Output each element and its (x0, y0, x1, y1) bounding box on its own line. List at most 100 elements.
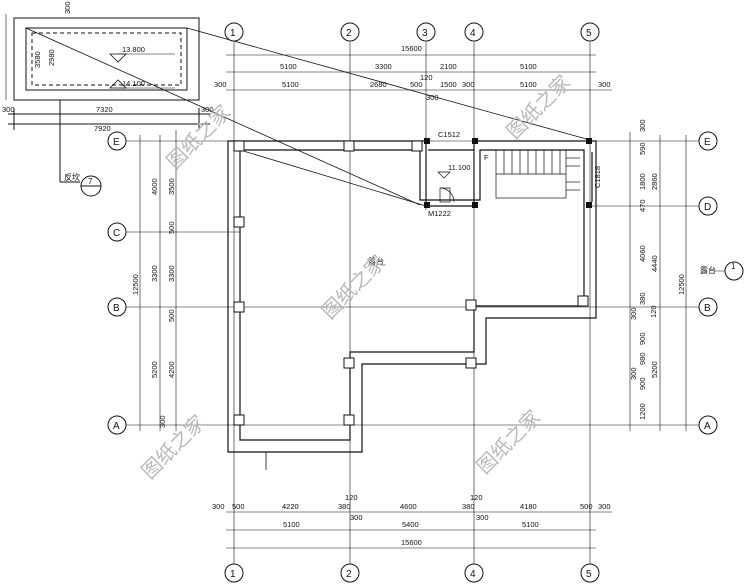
axis-row-c-left: C (113, 228, 120, 239)
right-dim-inner-2: 1800 (638, 173, 647, 190)
left-dim-inner-2: 3300 (167, 265, 176, 282)
bottom-dim-row2-1: 500 (232, 502, 245, 511)
right-dim-inner-3: 470 (638, 199, 647, 212)
right-dim-inner-12: 1200 (638, 403, 647, 420)
left-dim-outer-1: 3300 (150, 265, 159, 282)
staircase (439, 149, 580, 203)
axis-row-b-left: B (113, 303, 120, 314)
axis-col-5-bottom: 5 (586, 569, 592, 580)
top-dim-row2-2: 2680 (370, 80, 387, 89)
section-num: 1 (731, 262, 736, 271)
right-dim-inner-5: 380 (638, 292, 647, 305)
right-dim-total: 12500 (677, 274, 686, 295)
bottom-dim-row1-2: 5100 (522, 520, 539, 529)
axis-col-3-top: 3 (422, 28, 428, 39)
top-dim-row2-4: 1500 (440, 80, 457, 89)
key-callout-num: 7 (88, 177, 93, 186)
key-dim-h3: 300 (63, 1, 72, 14)
bottom-dim-row2-0: 300 (212, 502, 225, 511)
right-dim-outer-0: 2860 (650, 173, 659, 190)
axis-row-d-right: D (704, 202, 711, 213)
axis-col-2-top: 2 (346, 28, 352, 39)
top-dim-row2-7: 300 (598, 80, 611, 89)
left-dim-total: 12500 (131, 274, 140, 295)
top-dim-row2-5: 300 (462, 80, 475, 89)
key-plan (5, 14, 210, 197)
axis-row-a-right: A (704, 421, 711, 432)
left-dim-inner-0: 3500 (167, 178, 176, 195)
stair-up-mark: F (484, 153, 489, 162)
dimension-lines (139, 54, 687, 549)
left-dim-inner-5: 300 (158, 415, 167, 428)
axis-col-5-top: 5 (586, 28, 592, 39)
key-callout-label: 反坎 (64, 172, 80, 182)
axis-col-4-top: 4 (470, 28, 476, 39)
left-dim-outer-0: 4000 (150, 178, 159, 195)
left-dim-inner-1: 500 (167, 221, 176, 234)
door-m1222: M1222 (428, 209, 451, 218)
key-elev-base: 14.100 (122, 79, 145, 88)
right-dim-inner-4: 4060 (638, 245, 647, 262)
stair-elevation-value: 11.100 (448, 163, 470, 172)
top-dim-row2-6: 5100 (520, 80, 537, 89)
leader-line-2 (186, 27, 591, 141)
bottom-dim-total: 15600 (401, 538, 422, 547)
bottom-dim-row2-8: 300 (598, 502, 611, 511)
bottom-dim-small-0: 120 (345, 493, 358, 502)
right-dim-inner-7: 120 (649, 305, 658, 318)
right-dim-outer-1: 4440 (650, 255, 659, 272)
axis-col-2-bottom: 2 (346, 569, 352, 580)
watermark-3: 图纸之家 (317, 250, 391, 324)
left-dim-inner-3: 500 (167, 309, 176, 322)
watermark-5: 图纸之家 (472, 405, 546, 479)
bottom-dim-row1-1: 5400 (402, 520, 419, 529)
top-dim-row2-1: 5100 (282, 80, 299, 89)
axis-row-b-right: B (704, 303, 711, 314)
left-dim-inner-4: 4200 (167, 361, 176, 378)
top-dim-row1-2: 2100 (440, 62, 457, 71)
top-dim-small-1: 300 (426, 93, 439, 102)
axis-row-e-left: E (113, 137, 120, 148)
left-dim-outer-2: 5200 (150, 361, 159, 378)
key-dim-h2: 2980 (47, 49, 56, 66)
window-c1818: C1818 (593, 166, 602, 188)
top-dim-row1-1: 3300 (375, 62, 392, 71)
roof-label: 露台 (368, 256, 384, 266)
top-dim-small-0: 120 (420, 73, 433, 82)
bottom-dim-row2-4: 4600 (400, 502, 417, 511)
bottom-dim-row1-0: 5100 (283, 520, 300, 529)
bottom-dim-row2-6: 4180 (520, 502, 537, 511)
columns (233, 140, 589, 426)
bottom-dim-row2-7: 500 (580, 502, 593, 511)
top-dim-row1-3: 5100 (520, 62, 537, 71)
right-dim-inner-0: 300 (638, 119, 647, 132)
key-dim-s1: 300 (2, 105, 15, 114)
right-dim-outer-2: 5200 (650, 361, 659, 378)
bottom-dim-row2-3: 380 (338, 502, 351, 511)
top-dim-total: 15600 (401, 44, 422, 53)
leader-line-1 (25, 27, 421, 206)
section-label: 露台 (700, 265, 716, 275)
window-c1512: C1512 (438, 130, 460, 139)
right-dim-inner-6: 300 (629, 307, 638, 320)
key-dim-w1: 7320 (96, 105, 113, 114)
watermark-1: 图纸之家 (162, 100, 236, 174)
axis-col-1-top: 1 (230, 28, 236, 39)
axis-col-1-bottom: 1 (230, 569, 236, 580)
key-elev-roof: 13.800 (122, 45, 145, 54)
bottom-dim-row2-2: 4220 (282, 502, 299, 511)
top-dim-row2-3: 500 (410, 80, 423, 89)
bottom-dim-small-1: 300 (350, 513, 363, 522)
stair-elevation-mark (437, 171, 451, 179)
axis-col-4-bottom: 4 (470, 569, 476, 580)
right-dim-inner-10: 900 (638, 377, 647, 390)
axis-row-a-left: A (113, 421, 120, 432)
top-dim-row1-0: 5100 (280, 62, 297, 71)
watermark-4: 图纸之家 (137, 410, 211, 484)
right-dim-inner-9: 980 (638, 352, 647, 365)
dark-columns (424, 138, 592, 208)
axis-bubbles (107, 22, 718, 583)
right-dim-inner-1: 590 (638, 142, 647, 155)
bottom-dim-small-2: 120 (470, 493, 483, 502)
key-dim-h1: 3580 (33, 51, 42, 68)
